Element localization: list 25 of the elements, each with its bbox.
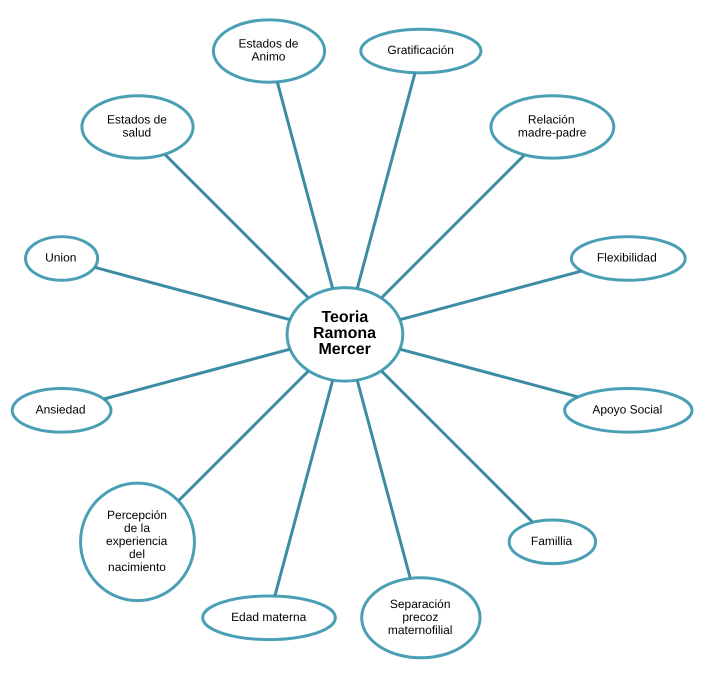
node-ellipse: Relación madre-padre	[489, 94, 616, 160]
node-circle: Percepción de la experiencia del nacimiento	[79, 482, 196, 602]
connector	[380, 154, 526, 299]
node-ellipse: Edad materna	[201, 594, 337, 642]
connector	[380, 370, 534, 524]
node-ellipse: Gratificación	[359, 28, 482, 74]
node-ellipse: Ansiedad	[10, 387, 112, 434]
connector	[400, 348, 578, 398]
connector	[178, 370, 310, 502]
node-ellipse: Union	[24, 235, 100, 282]
connector	[356, 72, 416, 289]
connector	[356, 380, 412, 578]
node-ellipse: Teoria Ramona Mercer	[286, 286, 404, 383]
connector	[400, 270, 582, 322]
node-ellipse: Famillia	[508, 518, 598, 566]
node-ellipse: Estados de salud	[80, 94, 195, 160]
node-ellipse: Apoyo Social	[563, 387, 694, 434]
connector	[164, 153, 310, 299]
connector	[276, 82, 334, 289]
connector	[94, 266, 290, 322]
node-ellipse: Separación precoz maternofilial	[360, 576, 482, 660]
connector	[104, 348, 290, 400]
connector	[273, 380, 334, 596]
node-ellipse: Estados de Animo	[212, 18, 326, 84]
node-ellipse: Flexibilidad	[570, 235, 687, 282]
